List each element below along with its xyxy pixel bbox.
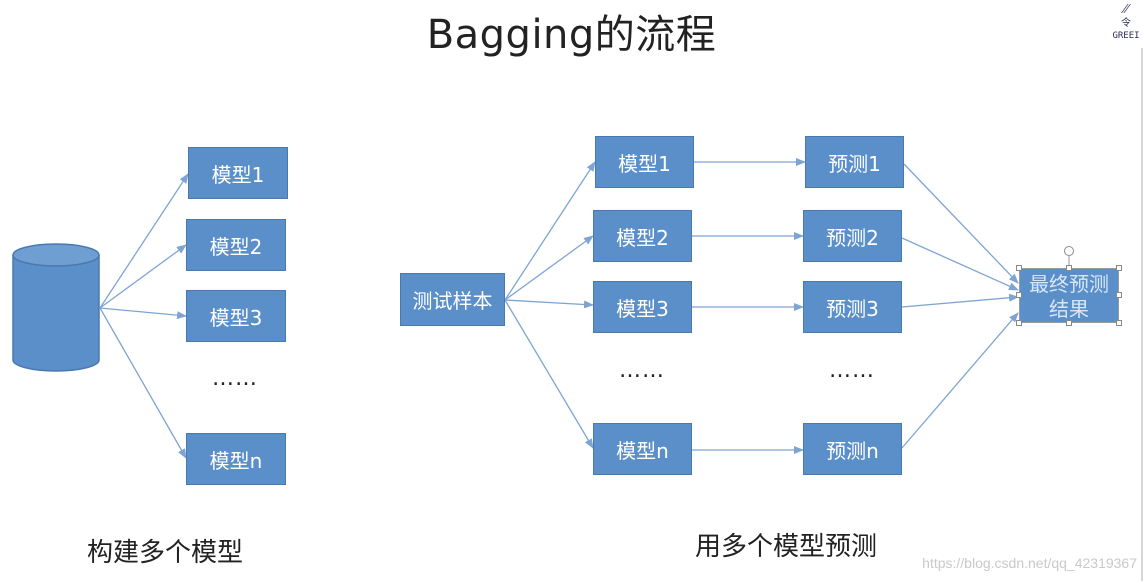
logo-text: GREEI	[1112, 31, 1140, 41]
logo-glyph-icon: 令	[1121, 18, 1131, 29]
prediction-1-box: 预测1	[805, 136, 904, 188]
arrow-sample-to-model3	[504, 299, 594, 309]
arrow-pred2-to-final	[901, 237, 1019, 291]
left-model-2-box: 模型2	[186, 219, 286, 271]
arrow-db-to-model1	[99, 173, 189, 309]
arrow-sample-to-model1	[504, 161, 596, 301]
right-model-2-box: 模型2	[593, 210, 692, 262]
left-model-3-box: 模型3	[186, 290, 286, 342]
resize-handle-e[interactable]	[1116, 292, 1122, 298]
page-title: Bagging的流程	[426, 12, 717, 58]
left-model-1-box: 模型1	[188, 147, 288, 199]
prediction-ellipsis: ……	[829, 358, 875, 383]
left-model-n-box: 模型n	[186, 433, 286, 485]
right-model-1-box: 模型1	[595, 136, 694, 188]
resize-handle-se[interactable]	[1116, 320, 1122, 326]
arrow-db-to-modeln	[99, 307, 187, 459]
right-model-n-box: 模型n	[593, 423, 692, 475]
resize-handle-sw[interactable]	[1016, 320, 1022, 326]
corner-logo: ⁄⁄ 令 GREEI	[1109, 0, 1143, 48]
right-edge-divider	[1141, 48, 1143, 581]
arrow-db-to-model3	[99, 307, 187, 320]
arrow-db-to-model2	[99, 244, 187, 309]
resize-handle-n[interactable]	[1066, 265, 1072, 271]
resize-handle-ne[interactable]	[1116, 265, 1122, 271]
prediction-2-box: 预测2	[803, 210, 902, 262]
right-model-ellipsis: ……	[619, 358, 665, 383]
arrow-pred1-to-final	[903, 163, 1019, 284]
test-sample-box: 测试样本	[400, 273, 505, 326]
rotate-handle-icon[interactable]	[1064, 246, 1074, 256]
arrow-sample-to-modeln	[504, 299, 594, 449]
arrow-predn-to-final	[901, 312, 1019, 449]
watermark-url: https://blog.csdn.net/qq_42319367	[922, 555, 1137, 571]
right-caption: 用多个模型预测	[695, 532, 878, 562]
arrow-pred3-to-final	[901, 293, 1019, 308]
right-model-3-box: 模型3	[593, 281, 692, 333]
prediction-3-box: 预测3	[803, 281, 902, 333]
left-ellipsis: ……	[212, 366, 258, 391]
prediction-n-box: 预测n	[803, 423, 902, 475]
selection-frame	[1019, 268, 1119, 323]
resize-handle-w[interactable]	[1016, 292, 1022, 298]
logo-mark-icon: ⁄⁄	[1123, 1, 1129, 17]
resize-handle-s[interactable]	[1066, 320, 1072, 326]
arrow-sample-to-model2	[504, 235, 594, 301]
left-caption: 构建多个模型	[87, 538, 244, 568]
resize-handle-nw[interactable]	[1016, 265, 1022, 271]
database-icon	[12, 243, 100, 372]
